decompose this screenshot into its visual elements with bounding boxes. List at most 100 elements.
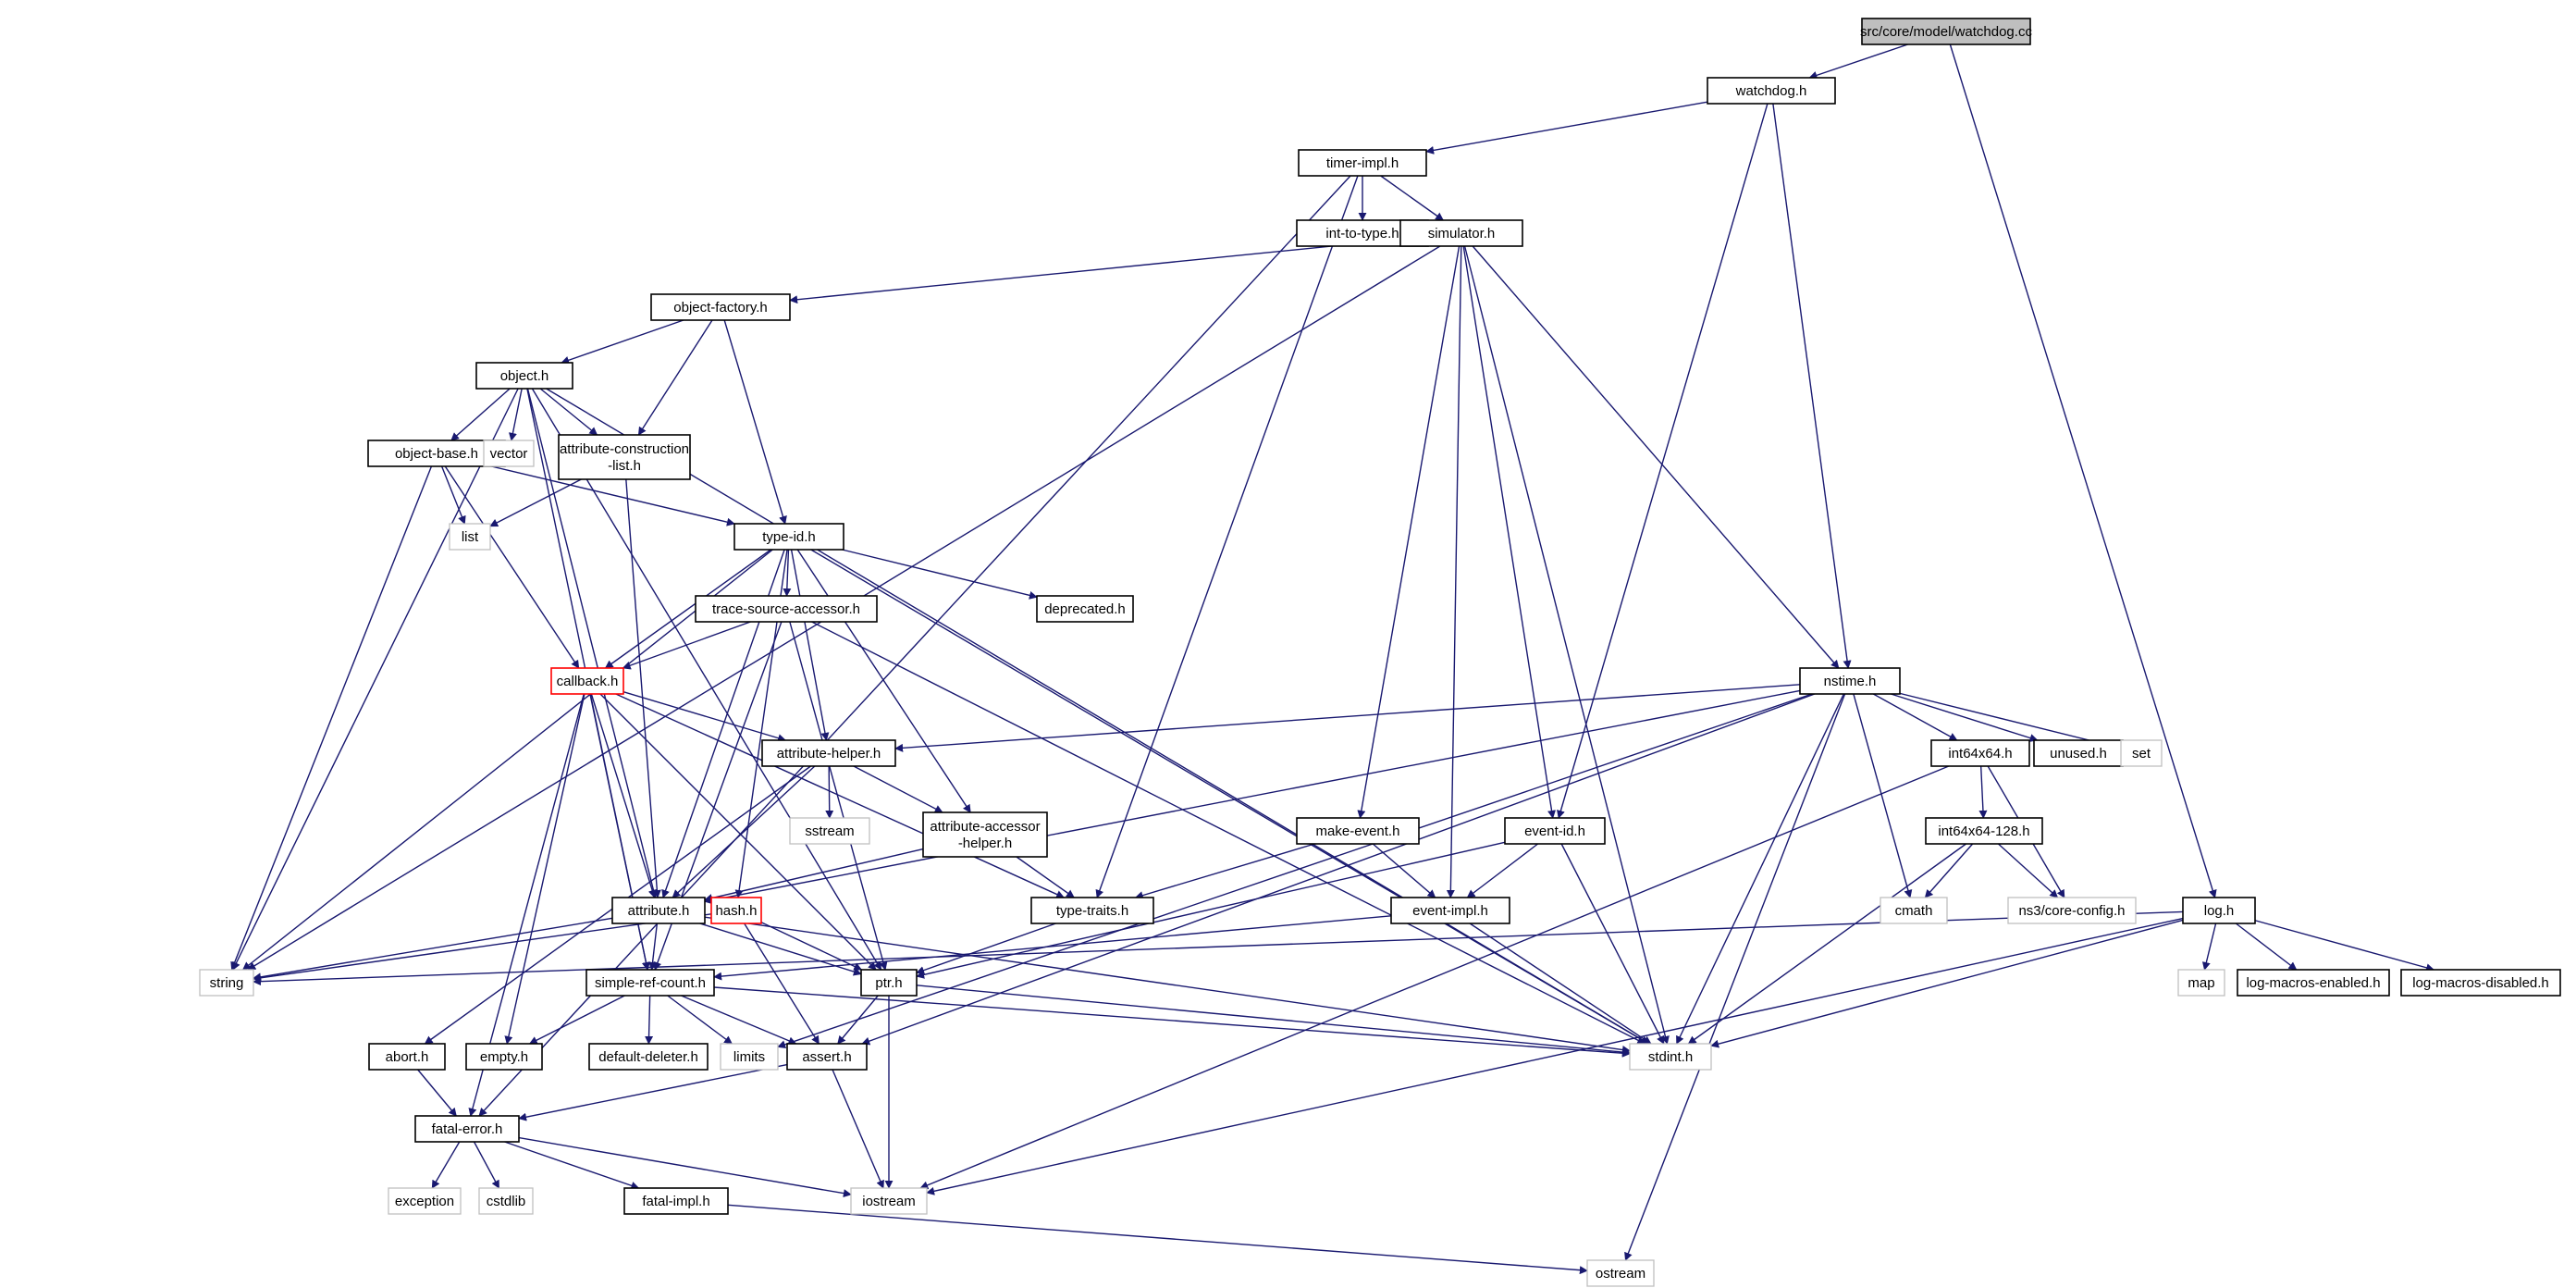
node-object-factory-h[interactable]: object-factory.h (650, 293, 791, 321)
node-abort-h[interactable]: abort.h (368, 1043, 446, 1071)
node-label: hash.h (715, 903, 757, 919)
edge-simple-ref-count-h-to-assert-h (681, 995, 797, 1046)
edge-simulator-h-to-object-factory-h (789, 238, 1401, 304)
node-attribute-helper-h[interactable]: attribute-helper.h (761, 739, 896, 767)
edge-assert-h-to-iostream (832, 1069, 884, 1189)
node-make-event-h[interactable]: make-event.h (1296, 817, 1420, 845)
node-label: log-macros-enabled.h (2246, 975, 2380, 991)
node-event-impl-h[interactable]: event-impl.h (1390, 897, 1510, 924)
node-label: fatal-error.h (432, 1121, 503, 1137)
edge-timer-impl-h-to-type-traits-h (1095, 175, 1359, 898)
node-box (483, 440, 535, 467)
node-label: attribute-helper.h (777, 746, 881, 762)
node-cstdlib: cstdlib (478, 1187, 534, 1215)
node-label: cmath (1895, 903, 1933, 919)
node-box (695, 595, 878, 623)
node-assert-h[interactable]: assert.h (786, 1043, 868, 1071)
node-trace-source-accessor-h[interactable]: trace-source-accessor.h (695, 595, 878, 623)
node-limits: limits (720, 1043, 779, 1071)
edge-simulator-h-to-event-impl-h (1446, 245, 1462, 898)
node-timer-impl-h[interactable]: timer-impl.h (1298, 149, 1427, 177)
node-box (1296, 817, 1420, 845)
node-box (710, 897, 762, 924)
node-label: nstime.h (1824, 674, 1877, 689)
node-label: iostream (862, 1194, 916, 1209)
node-box (449, 523, 491, 551)
node-attribute-h[interactable]: attribute.h (611, 897, 706, 924)
node-type-id-h[interactable]: type-id.h (733, 523, 844, 551)
node-deprecated-h[interactable]: deprecated.h (1036, 595, 1134, 623)
node-root[interactable]: src/core/model/watchdog.cc (1860, 18, 2032, 45)
edge-type-id-h-to-callback-h (604, 549, 771, 669)
node-box (588, 1043, 709, 1071)
node-box (414, 1115, 520, 1143)
node-int64x64-128-h[interactable]: int64x64-128.h (1925, 817, 2043, 845)
edge-object-base-h-to-list (440, 465, 466, 525)
node-object-base-h[interactable]: object-base.h (367, 440, 506, 467)
edge-nstime-h-to-set (1899, 692, 2122, 750)
edge-attribute-h-to-string (253, 917, 613, 982)
node-box (2177, 969, 2225, 997)
node-box (1504, 817, 1606, 845)
edge-object-base-h-to-string (230, 465, 433, 971)
node-label: set (2132, 746, 2151, 762)
node-log-macros-disabled-h[interactable]: log-macros-disabled.h (2400, 969, 2561, 997)
node-box (1399, 219, 1523, 247)
node-box (611, 897, 706, 924)
node-label: map (2188, 975, 2214, 991)
node-box (733, 523, 844, 551)
node-attr-construction-list-h[interactable]: attribute-construction-list.h (558, 434, 691, 480)
edge-attr-construction-list-h-to-attribute-h (625, 478, 661, 898)
edge-ptr-h-to-assert-h (837, 995, 879, 1045)
node-label: unused.h (2050, 746, 2107, 762)
edge-log-h-to-log-macros-disabled-h (2254, 920, 2435, 972)
node-log-macros-enabled-h[interactable]: log-macros-enabled.h (2237, 969, 2390, 997)
node-log-h[interactable]: log.h (2182, 897, 2256, 924)
edge-event-id-h-to-stdint-h (1560, 843, 1665, 1045)
node-box (1030, 897, 1154, 924)
node-box (1930, 739, 2030, 767)
node-box (922, 811, 1048, 858)
node-default-deleter-h[interactable]: default-deleter.h (588, 1043, 709, 1071)
node-label: abort.h (386, 1049, 429, 1065)
node-ptr-h[interactable]: ptr.h (860, 969, 918, 997)
edge-watchdog-h-to-timer-impl-h (1425, 101, 1708, 155)
node-box (761, 739, 896, 767)
node-unused-h[interactable]: unused.h (2033, 739, 2124, 767)
node-event-id-h[interactable]: event-id.h (1504, 817, 1606, 845)
node-object-h[interactable]: object.h (475, 362, 573, 390)
node-fatal-impl-h[interactable]: fatal-impl.h (623, 1187, 729, 1215)
node-hash-h[interactable]: hash.h (710, 897, 762, 924)
node-simulator-h[interactable]: simulator.h (1399, 219, 1523, 247)
node-type-traits-h[interactable]: type-traits.h (1030, 897, 1154, 924)
edge-watchdog-h-to-event-id-h (1557, 103, 1769, 819)
edge-object-h-to-attribute-h (526, 388, 658, 898)
node-callback-h[interactable]: callback.h (550, 667, 624, 695)
node-attr-accessor-helper-h[interactable]: attribute-accessor-helper.h (922, 811, 1048, 858)
node-simple-ref-count-h[interactable]: simple-ref-count.h (585, 969, 715, 997)
node-box (860, 969, 918, 997)
edge-callback-h-to-attribute-h (590, 693, 657, 898)
node-label: simple-ref-count.h (595, 975, 706, 991)
node-box (1880, 897, 1948, 924)
node-box (1707, 77, 1836, 105)
node-nstime-h[interactable]: nstime.h (1799, 667, 1901, 695)
node-label: vector (490, 446, 528, 462)
node-fatal-error-h[interactable]: fatal-error.h (414, 1115, 520, 1143)
node-box (465, 1043, 543, 1071)
node-int64x64-h[interactable]: int64x64.h (1930, 739, 2030, 767)
node-empty-h[interactable]: empty.h (465, 1043, 543, 1071)
edge-assert-h-to-fatal-error-h (518, 1063, 788, 1121)
edge-log-h-to-map (2201, 923, 2217, 971)
node-label: event-id.h (1524, 824, 1585, 839)
edge-ptr-h-to-stdint-h (916, 985, 1631, 1057)
edge-log-h-to-iostream (926, 917, 2184, 1195)
node-label: assert.h (802, 1049, 851, 1065)
edge-int64x64-h-to-int64x64-128-h (1978, 765, 1988, 819)
edge-trace-source-accessor-h-to-stdint-h (811, 621, 1646, 1045)
edge-simple-ref-count-h-to-empty-h (528, 995, 625, 1045)
edge-int64x64-128-h-to-cmath (1924, 843, 1974, 898)
edge-watchdog-h-to-nstime-h (1772, 103, 1852, 669)
edge-nstime-h-to-limits (777, 693, 1813, 1049)
node-watchdog-h[interactable]: watchdog.h (1707, 77, 1836, 105)
